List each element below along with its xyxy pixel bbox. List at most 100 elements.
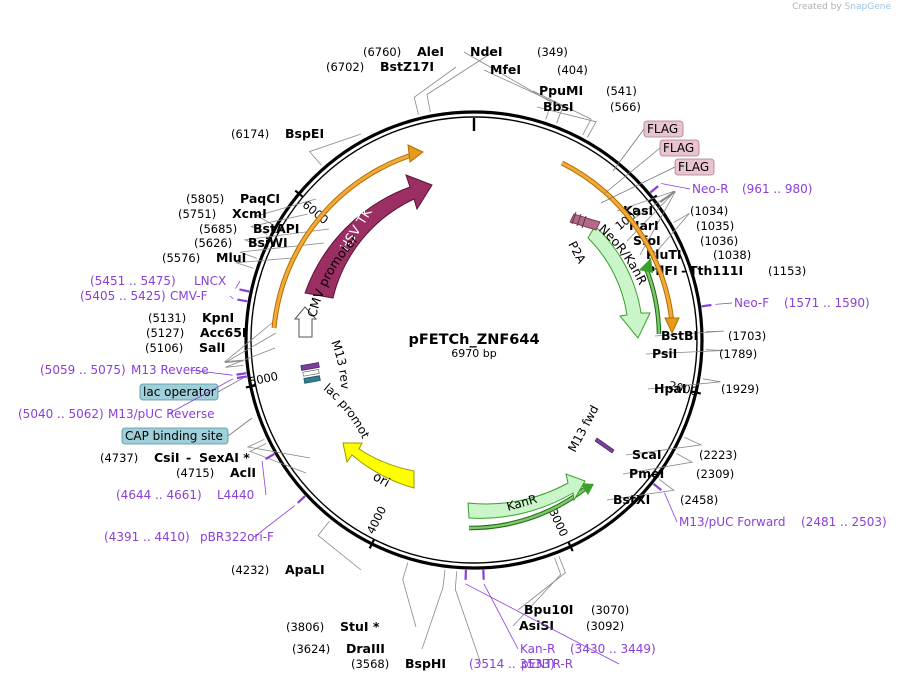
enzyme-ppumi[interactable]: PpuMI(541): [539, 83, 637, 98]
enzyme-leader-2223: [625, 437, 703, 456]
enzyme-bstxi[interactable]: BstXI(2458): [613, 492, 718, 507]
primer-leader-5051: [167, 378, 234, 415]
enzyme-stui[interactable]: (3806)StuI *: [286, 619, 380, 634]
orf-arc-green-b-head: [580, 483, 594, 495]
enzyme-scai[interactable]: ScaI(2223): [632, 447, 737, 462]
primer-leader-3524: [465, 583, 620, 665]
enzyme-paqci[interactable]: (5805)PaqCI: [186, 191, 280, 206]
enzyme-acli[interactable]: (4715)AclI: [176, 465, 256, 480]
primer-m13-puc-reverse[interactable]: (5040 .. 5062)M13/pUC Reverse: [18, 407, 215, 421]
primer-neo-r[interactable]: Neo-R(961 .. 980): [692, 182, 812, 196]
primer-leader-5463: [235, 280, 241, 289]
enzyme-leaders: [223, 51, 724, 665]
enzyme-leader-5127: [224, 332, 277, 363]
enzyme-name2: Tth111I: [689, 263, 743, 278]
primer-leader-4400: [253, 505, 296, 538]
svg-text:FLAG: FLAG: [663, 141, 694, 155]
enzyme-acc65i[interactable]: (5127)Acc65I: [146, 325, 247, 340]
enzyme-pmei[interactable]: PmeI(2309): [629, 466, 734, 481]
enzyme-kasi[interactable]: KasI(1034): [623, 203, 728, 218]
feature-ori[interactable]: [342, 442, 415, 489]
primer-leader-5067: [189, 369, 233, 376]
enzyme-ndei[interactable]: NdeI(349): [470, 44, 568, 59]
enzyme-xcmi[interactable]: (5751)XcmI: [178, 206, 267, 221]
orf-arc-hsvtk-fill: [272, 151, 419, 329]
enzyme-alei[interactable]: (6760)AleI: [363, 44, 444, 59]
enzyme-mfei[interactable]: MfeI(404): [490, 62, 588, 77]
flag-box-2[interactable]: FLAG: [659, 139, 700, 157]
enzyme-hpai[interactable]: HpaI(1929): [654, 381, 759, 396]
primer-pentr-r[interactable]: (3514 .. 3533)pENTR-R: [469, 657, 573, 671]
orf-arc-neokan-head: [664, 317, 680, 335]
enzyme-bstbi[interactable]: BstBI(1703): [661, 328, 766, 343]
enzyme-leader-5131: [223, 317, 279, 363]
enzyme-bbsi[interactable]: BbsI(566): [543, 99, 641, 114]
enzyme-leader-1703: [654, 330, 724, 337]
feature-cmv-promoter[interactable]: [293, 306, 318, 338]
enzyme-mlui[interactable]: (5576)MluI: [162, 250, 246, 265]
tick-5000: [245, 384, 256, 389]
enzyme-leader-1038: [639, 191, 676, 256]
lac-operator-box[interactable]: lac operator: [139, 383, 219, 401]
enzyme-bspei[interactable]: (6174)BspEI: [231, 126, 324, 141]
enzyme-kpni[interactable]: (5131)KpnI: [148, 310, 234, 325]
enzyme-nari[interactable]: NarI(1035): [629, 218, 734, 233]
svg-text:FLAG: FLAG: [678, 160, 709, 174]
feature-kanr[interactable]: [467, 473, 586, 519]
enzyme-leader-3070: [517, 555, 566, 611]
primer-leader-3440: [483, 583, 519, 650]
primer-leader-1580: [715, 302, 733, 305]
feature-p2a[interactable]: [569, 211, 601, 231]
enzyme-pluti[interactable]: PluTI(1038): [646, 247, 751, 262]
enzyme-bstz17i[interactable]: (6702)BstZ17I: [326, 59, 434, 74]
enzyme-bsiwi[interactable]: (5626)BsiWI: [194, 235, 288, 250]
primer-pbr322ori-f[interactable]: (4391 .. 4410)pBR322ori-F: [104, 530, 274, 544]
primer-site-4652: [265, 453, 275, 460]
enzyme-bpu10i[interactable]: Bpu10I(3070): [524, 602, 629, 617]
primer-kan-r[interactable]: Kan-R(3430 .. 3449): [520, 642, 656, 656]
enzyme-sali[interactable]: (5106)SalI: [145, 340, 225, 355]
flag-leaders: [600, 128, 676, 204]
orf-arc-green-a-head: [639, 258, 653, 273]
flag-box-1[interactable]: FLAG: [643, 120, 684, 138]
primer-neo-f[interactable]: Neo-F(1571 .. 1590): [734, 296, 870, 310]
primer-lncx[interactable]: (5451 .. 5475)LNCX: [90, 274, 226, 288]
primer-site-970: [649, 185, 659, 194]
orf-arc-neokan-fill: [561, 161, 674, 324]
primer-site-5415: [237, 298, 248, 303]
enzyme-bstapi[interactable]: (5685)BstAPI: [199, 221, 299, 236]
svg-text:lac operator: lac operator: [143, 385, 216, 399]
primer-leader-4652: [261, 460, 267, 496]
primer-l4440[interactable]: (4644 .. 4661)L4440: [116, 488, 254, 502]
primer-leader-2492: [664, 492, 678, 523]
primer-site-5463: [239, 288, 250, 293]
feature-m13-rev[interactable]: [300, 362, 321, 384]
enzyme-apali[interactable]: (4232)ApaLI: [231, 562, 325, 577]
feature-hsv-tk[interactable]: [304, 174, 433, 299]
enzyme-leader-1036: [626, 190, 676, 242]
feature-m13-fwd[interactable]: [594, 437, 615, 454]
primer-site-4400: [296, 495, 306, 504]
primer-m13-puc-forward[interactable]: M13/pUC Forward(2481 .. 2503): [679, 515, 887, 529]
enzyme-draiii[interactable]: (3624)DraIII: [292, 641, 385, 656]
backbone-outer: [244, 110, 704, 570]
enzyme-leader-4232: [317, 521, 362, 571]
tick-6000: [294, 189, 304, 198]
primer-m13-reverse[interactable]: (5059 .. 5075)M13 Reverse: [40, 363, 209, 377]
flag-box-3[interactable]: FLAG: [674, 158, 715, 176]
primer-site-2492: [652, 482, 662, 491]
primer-cmv-f[interactable]: (5405 .. 5425)CMV-F: [80, 289, 208, 303]
enzyme-psii[interactable]: PsiI(1789): [652, 346, 757, 361]
enzyme-leader-2458: [606, 479, 675, 501]
enzyme-leader-3568: [454, 571, 482, 665]
enzyme-asisi[interactable]: AsiSI(3092): [519, 618, 624, 633]
feature-neo-kanr[interactable]: [587, 225, 651, 339]
tick-label-4000: 4000: [364, 504, 390, 536]
tick-3000: [567, 541, 574, 552]
cap-binding-box[interactable]: CAP binding site: [121, 427, 229, 445]
enzyme-csii[interactable]: (4737)CsiI-SexAI *: [100, 450, 250, 465]
enzyme-leader-5626: [239, 242, 325, 259]
enzyme-bsphi[interactable]: (3568)BspHI: [351, 656, 446, 671]
